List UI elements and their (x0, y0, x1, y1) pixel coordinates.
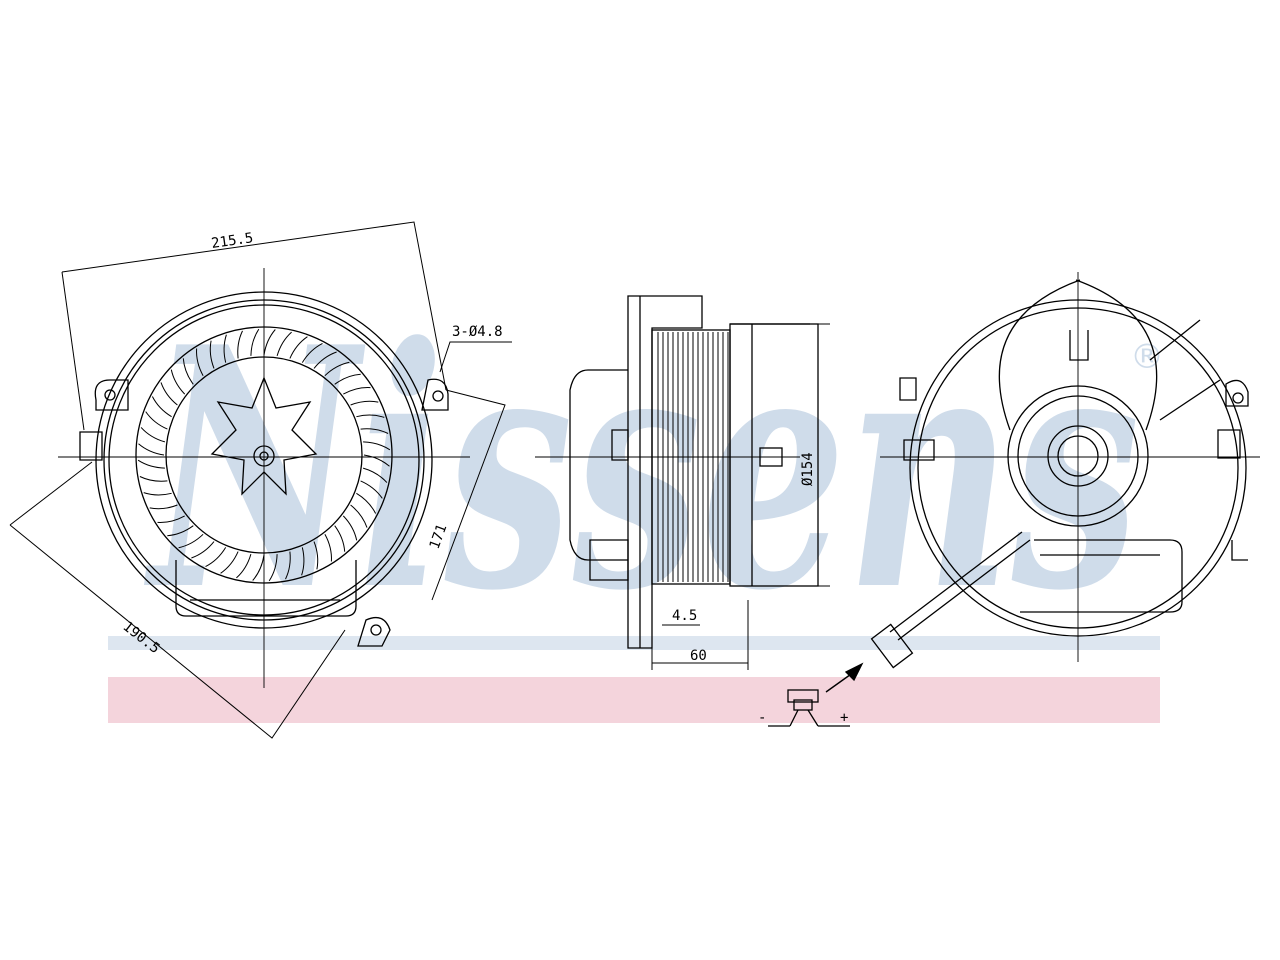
side-view (535, 295, 830, 670)
registered-mark: ® (1130, 337, 1164, 377)
watermark-logo: Nissens (143, 275, 1140, 663)
fan-blades (137, 328, 391, 582)
power-cable (889, 531, 1031, 641)
fan-hub (210, 376, 318, 496)
side-depth-label: 60 (690, 648, 707, 664)
connector-minus-label: - (758, 710, 766, 726)
rear-view (870, 272, 1260, 669)
front-width-label: 215.5 (210, 230, 254, 252)
watermark: Nissens ® (108, 275, 1164, 723)
mounting-tab (79, 378, 449, 647)
side-flange-label: 4.5 (672, 608, 697, 624)
mounting-flange (627, 295, 703, 649)
watermark-pink-band (108, 677, 1160, 723)
resistor-connector (569, 369, 628, 561)
rear-housing-outline (909, 299, 1247, 637)
arrow-icon (844, 662, 864, 682)
fan-wheel (135, 326, 393, 584)
cable-plug (870, 623, 914, 669)
connector-plus-label: + (840, 710, 848, 726)
side-diameter-label: Ø154 (800, 452, 816, 486)
connector-symbol (768, 662, 864, 727)
impeller-fins (657, 332, 729, 582)
motor-back-cover (1007, 385, 1149, 527)
mounting-holes-label: 3-Ø4.8 (452, 324, 503, 340)
motor-shaft-boss (1047, 425, 1109, 487)
front-view (9, 221, 512, 739)
